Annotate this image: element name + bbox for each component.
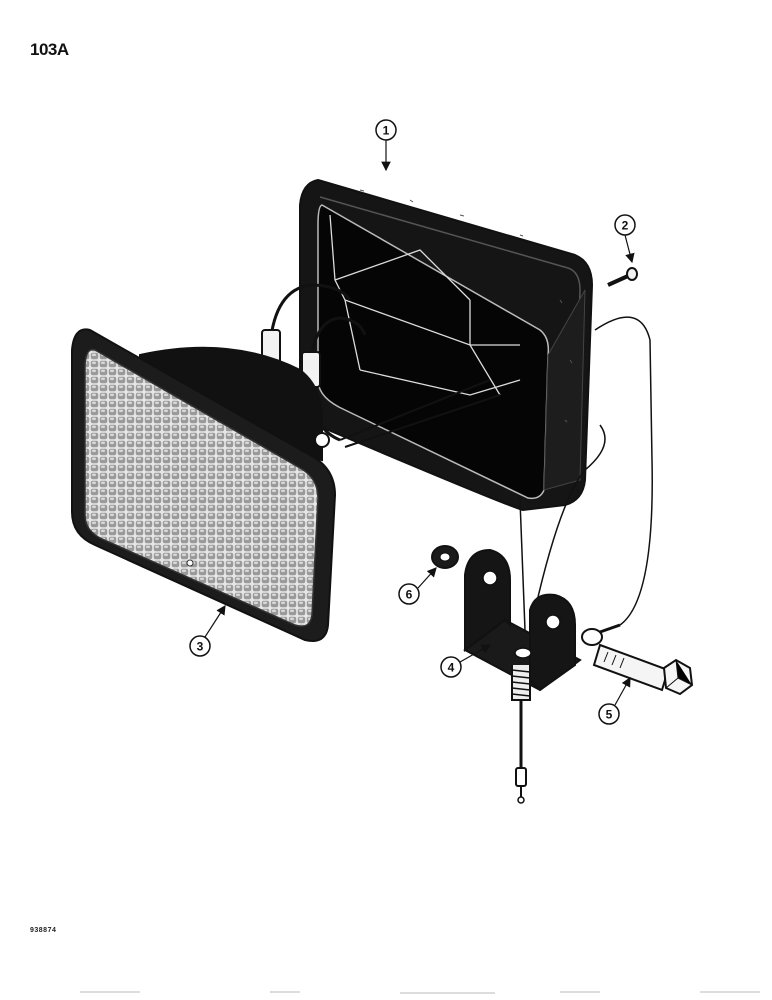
- svg-text:3: 3: [197, 640, 204, 654]
- page-number: 103A: [30, 40, 69, 59]
- callout-2: 2: [614, 214, 636, 264]
- lamp-lead-wire: [515, 700, 527, 804]
- mounting-bracket: [463, 548, 582, 701]
- svg-text:2: 2: [622, 219, 629, 233]
- svg-text:6: 6: [406, 588, 413, 602]
- ring-terminal: [581, 623, 621, 646]
- lamp-housing: [299, 178, 594, 512]
- svg-text:5: 5: [606, 708, 613, 722]
- svg-text:1: 1: [383, 124, 390, 138]
- callout-4: 4: [440, 644, 492, 678]
- sealed-beam-lamp: [71, 328, 337, 642]
- screw: [607, 267, 638, 287]
- washer: [431, 545, 459, 569]
- bolt: [592, 643, 694, 696]
- callout-3: 3: [189, 604, 226, 657]
- callout-5: 5: [598, 676, 631, 725]
- ground-wire: [519, 316, 653, 631]
- callout-1: 1: [375, 119, 397, 172]
- catalog-code: 938874: [30, 927, 57, 934]
- svg-text:4: 4: [448, 661, 455, 675]
- scan-edge-marks: [80, 991, 760, 994]
- callout-6: 6: [398, 567, 437, 605]
